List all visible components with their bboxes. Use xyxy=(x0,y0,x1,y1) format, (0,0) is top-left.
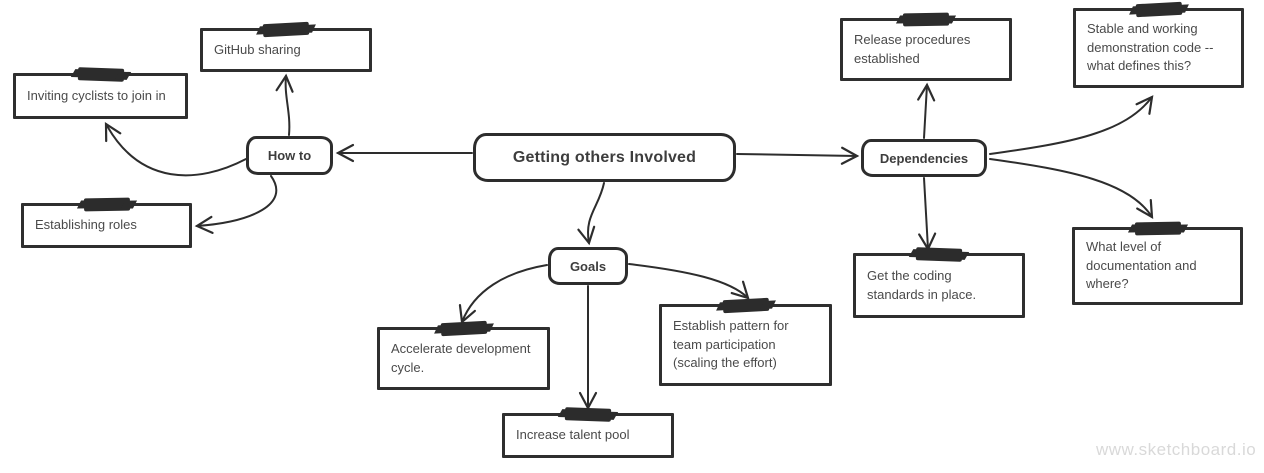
marker-scribble-icon xyxy=(915,247,963,262)
node-label: What level of documentation and where? xyxy=(1086,239,1197,292)
marker-scribble-icon xyxy=(1135,1,1182,18)
connector-howto-to-github[interactable] xyxy=(275,73,294,136)
mindmap-node-establish-pattern[interactable]: Establish pattern for team participation… xyxy=(659,297,832,386)
connector-deps-to-docs[interactable] xyxy=(989,158,1154,219)
marker-scribble-icon xyxy=(1134,221,1181,236)
marker-scribble-icon xyxy=(83,197,130,212)
mindmap-node-how-to[interactable]: How to xyxy=(246,136,333,175)
connector-deps-to-release[interactable] xyxy=(917,82,936,139)
sketchboard-watermark: www.sketchboard.io xyxy=(1096,440,1257,459)
connector-goals-to-pattern[interactable] xyxy=(628,263,750,300)
node-label: Get the coding standards in place. xyxy=(867,268,977,302)
connector-goals-to-accelerate[interactable] xyxy=(458,264,548,325)
mindmap-node-inviting-cyclists[interactable]: Inviting cyclists to join in xyxy=(13,67,188,119)
connector-howto-to-roles[interactable] xyxy=(194,175,278,234)
mindmap-node-stable-demo-code[interactable]: Stable and working demonstration code --… xyxy=(1073,1,1244,88)
mindmap-node-center[interactable]: Getting others Involved xyxy=(473,133,736,182)
mindmap-node-dependencies[interactable]: Dependencies xyxy=(861,139,987,177)
connector-howto-to-cyclists[interactable] xyxy=(104,121,247,177)
marker-scribble-icon xyxy=(722,297,769,314)
marker-scribble-icon xyxy=(564,407,612,422)
connector-center-to-goals[interactable] xyxy=(577,182,605,246)
connector-deps-to-stable[interactable] xyxy=(989,95,1154,155)
mindmap-node-release-procedures[interactable]: Release procedures established xyxy=(840,12,1012,81)
node-label: Establishing roles xyxy=(35,217,137,233)
mindmap-node-accelerate-development[interactable]: Accelerate development cycle. xyxy=(377,320,550,390)
connector-center-to-deps[interactable] xyxy=(736,146,860,165)
mindmap-node-increase-talent-pool[interactable]: Increase talent pool xyxy=(502,407,674,458)
node-label: Release procedures established xyxy=(854,32,971,66)
node-label: Getting others Involved xyxy=(512,148,697,166)
mindmap-node-establishing-roles[interactable]: Establishing roles xyxy=(21,197,192,248)
node-label: Goals xyxy=(569,258,607,274)
node-label: Inviting cyclists to join in xyxy=(27,87,166,103)
marker-scribble-icon xyxy=(440,320,487,337)
connector-deps-to-coding[interactable] xyxy=(918,177,937,252)
marker-scribble-icon xyxy=(262,21,310,38)
marker-scribble-icon xyxy=(902,12,950,27)
node-label: Stable and working demonstration code --… xyxy=(1087,21,1214,74)
node-label: How to xyxy=(267,148,312,163)
node-label: Dependencies xyxy=(879,150,969,166)
mindmap-node-github-sharing[interactable]: GitHub sharing xyxy=(200,21,372,72)
mindmap-node-coding-standards[interactable]: Get the coding standards in place. xyxy=(853,247,1025,318)
mindmap-node-documentation-level[interactable]: What level of documentation and where? xyxy=(1072,221,1243,305)
node-label: Establish pattern for team participation… xyxy=(673,318,789,371)
node-label: Increase talent pool xyxy=(516,427,630,443)
marker-scribble-icon xyxy=(77,67,124,82)
node-label: GitHub sharing xyxy=(214,41,301,57)
node-label: Accelerate development cycle. xyxy=(391,341,531,375)
mindmap-node-goals[interactable]: Goals xyxy=(548,247,628,285)
